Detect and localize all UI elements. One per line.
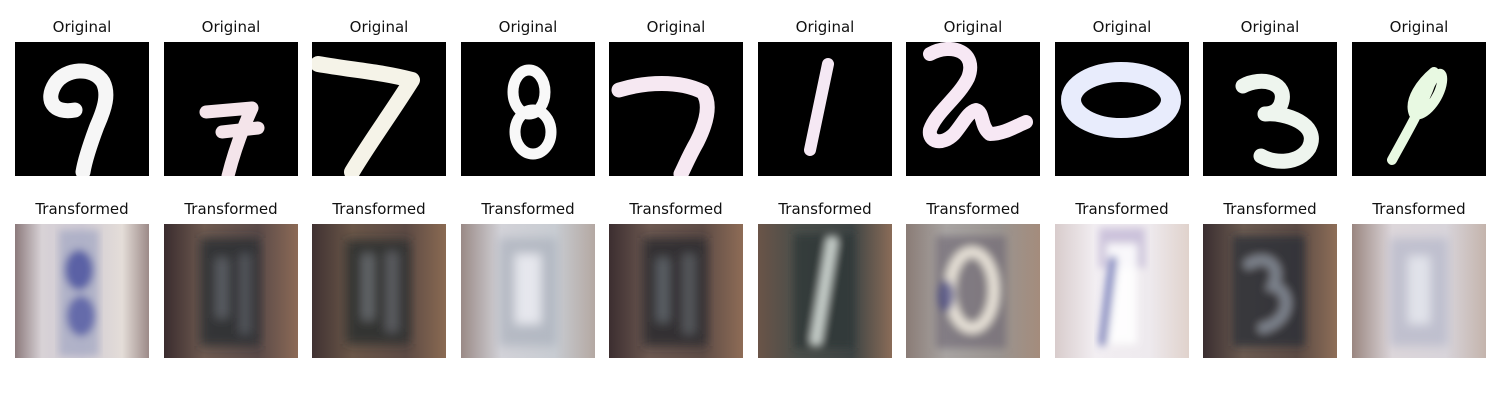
transformed-image <box>461 224 595 358</box>
transformed-title: Transformed <box>778 200 872 218</box>
original-image <box>758 42 892 176</box>
original-title: Original <box>1240 18 1300 36</box>
original-cell: Original <box>1203 16 1337 176</box>
original-title: Original <box>1092 18 1152 36</box>
original-title: Original <box>52 18 112 36</box>
transformed-title: Transformed <box>1372 200 1466 218</box>
original-image <box>461 42 595 176</box>
transformed-image <box>758 224 892 358</box>
original-title: Original <box>498 18 558 36</box>
original-image <box>906 42 1040 176</box>
transformed-cell: Transformed <box>1055 198 1189 358</box>
original-image <box>1203 42 1337 176</box>
original-title: Original <box>795 18 855 36</box>
original-image <box>1352 42 1486 176</box>
transformed-image <box>15 224 149 358</box>
transformed-cell: Transformed <box>312 198 446 358</box>
original-title: Original <box>349 18 409 36</box>
transformed-cell: Transformed <box>15 198 149 358</box>
transformed-title: Transformed <box>1223 200 1317 218</box>
transformed-title: Transformed <box>926 200 1020 218</box>
original-cell: Original <box>312 16 446 176</box>
original-cell: Original <box>906 16 1040 176</box>
transformed-image <box>1203 224 1337 358</box>
transformed-cell: Transformed <box>164 198 298 358</box>
transformed-title: Transformed <box>1075 200 1169 218</box>
transformed-row: Transformed Tran <box>0 198 1500 358</box>
transformed-cell: Transformed <box>1203 198 1337 358</box>
original-cell: Original <box>1055 16 1189 176</box>
transformed-image <box>312 224 446 358</box>
transformed-title: Transformed <box>332 200 426 218</box>
original-title: Original <box>1389 18 1449 36</box>
transformed-cell: Transformed <box>461 198 595 358</box>
transformed-image <box>164 224 298 358</box>
transformed-image <box>609 224 743 358</box>
original-cell: Original <box>15 16 149 176</box>
original-row: Original Original Original Original <box>0 16 1500 176</box>
transformed-cell: Transformed <box>906 198 1040 358</box>
transformed-title: Transformed <box>629 200 723 218</box>
original-cell: Original <box>1352 16 1486 176</box>
original-image <box>164 42 298 176</box>
transformed-cell: Transformed <box>758 198 892 358</box>
original-cell: Original <box>758 16 892 176</box>
original-image <box>312 42 446 176</box>
original-cell: Original <box>461 16 595 176</box>
transformed-cell: Transformed <box>609 198 743 358</box>
original-title: Original <box>201 18 261 36</box>
transformed-title: Transformed <box>481 200 575 218</box>
transformed-title: Transformed <box>35 200 129 218</box>
original-title: Original <box>943 18 1003 36</box>
transformed-image <box>906 224 1040 358</box>
transformed-image <box>1055 224 1189 358</box>
original-image <box>15 42 149 176</box>
transformed-image <box>1352 224 1486 358</box>
original-cell: Original <box>164 16 298 176</box>
original-title: Original <box>646 18 706 36</box>
transformed-title: Transformed <box>184 200 278 218</box>
transformed-cell: Transformed <box>1352 198 1486 358</box>
original-image <box>609 42 743 176</box>
original-cell: Original <box>609 16 743 176</box>
original-image <box>1055 42 1189 176</box>
